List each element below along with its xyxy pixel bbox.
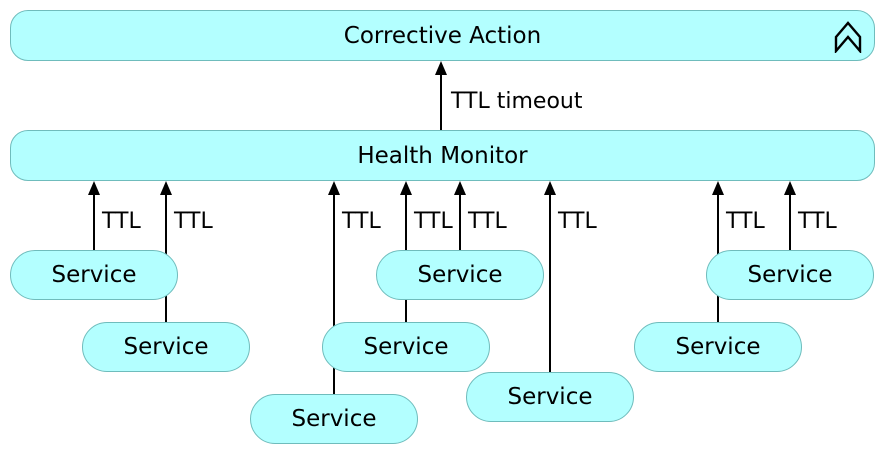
service-node[interactable]: Service (322, 322, 490, 372)
corrective-action-node[interactable]: Corrective Action (10, 10, 875, 61)
ttl-timeout-label: TTL timeout (451, 89, 583, 114)
ttl-label: TTL (174, 209, 213, 234)
service-label: Service (291, 406, 377, 432)
ttl-label: TTL (102, 209, 141, 234)
service-node[interactable]: Service (250, 394, 418, 444)
ttl-arrow (544, 181, 556, 372)
double-chevron-up-icon (834, 21, 862, 53)
service-node[interactable]: Service (82, 322, 250, 372)
service-label: Service (123, 334, 209, 360)
corrective-action-label: Corrective Action (343, 22, 542, 49)
ttl-label: TTL (414, 209, 453, 234)
health-monitor-node[interactable]: Health Monitor (10, 130, 875, 181)
ttl-label: TTL (468, 209, 507, 234)
service-label: Service (363, 334, 449, 360)
service-node[interactable]: Service (10, 250, 178, 300)
ttl-timeout-arrow (435, 61, 447, 130)
service-node[interactable]: Service (466, 372, 634, 422)
service-label: Service (747, 262, 833, 288)
ttl-label: TTL (726, 209, 765, 234)
service-node[interactable]: Service (706, 250, 874, 300)
ttl-label: TTL (558, 209, 597, 234)
ttl-arrow (784, 181, 796, 250)
service-label: Service (675, 334, 761, 360)
service-node[interactable]: Service (634, 322, 802, 372)
ttl-label: TTL (798, 209, 837, 234)
service-label: Service (51, 262, 137, 288)
ttl-arrow (454, 181, 466, 250)
service-node[interactable]: Service (376, 250, 544, 300)
service-label: Service (507, 384, 593, 410)
ttl-arrow (88, 181, 100, 250)
health-monitor-label: Health Monitor (357, 142, 528, 169)
service-label: Service (417, 262, 503, 288)
ttl-label: TTL (342, 209, 381, 234)
